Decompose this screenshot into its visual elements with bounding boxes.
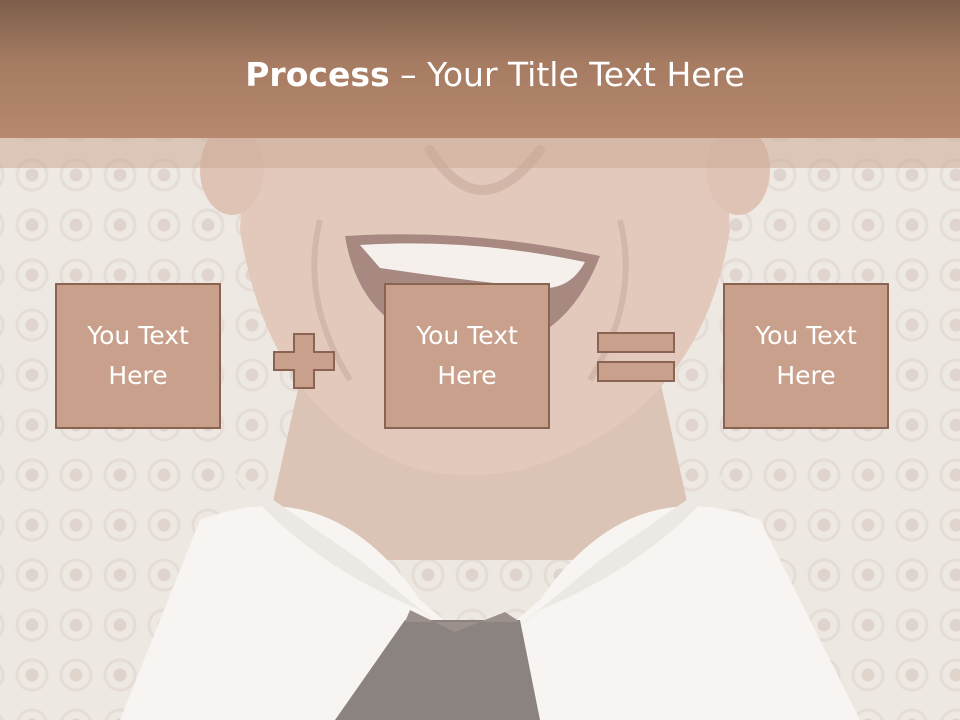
slide-title-bold: Process [245,55,390,94]
process-box-1-text: You Text Here [87,321,189,390]
slide-title-rest: Your Title Text Here [427,55,745,94]
plus-icon [273,333,335,389]
process-box-2-text: You Text Here [416,321,518,390]
title-band [0,0,960,138]
title-band-fade [0,138,960,168]
process-box-3: You Text Here [723,283,889,429]
process-box-1: You Text Here [55,283,221,429]
equals-icon [597,332,675,382]
process-box-2: You Text Here [384,283,550,429]
process-box-3-text: You Text Here [755,321,857,390]
slide-title: Process – Your Title Text Here [0,52,960,98]
slide-title-separator: – [389,55,428,94]
